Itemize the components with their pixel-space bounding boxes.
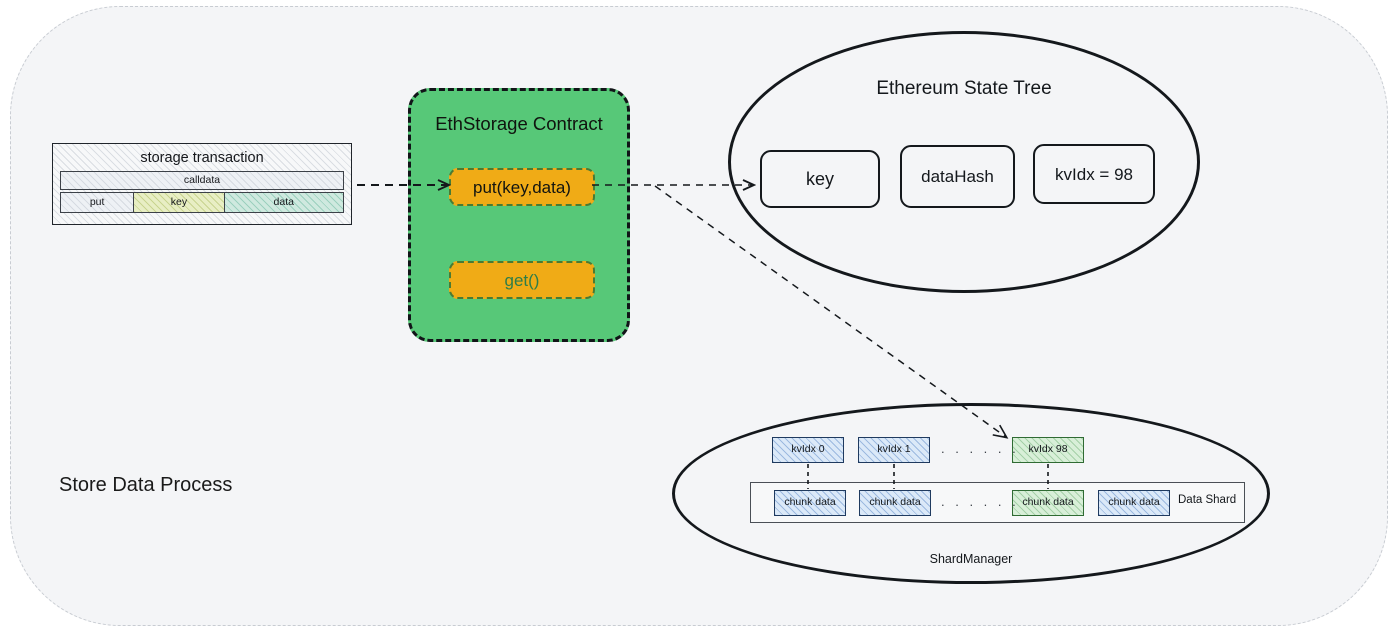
state-node-datahash: dataHash — [900, 145, 1015, 208]
method-put-button[interactable]: put(key,data) — [449, 168, 595, 206]
kvidx-ellipsis: . . . . . . — [941, 441, 1020, 456]
chunk-data-box-0: chunk data — [774, 490, 846, 516]
calldata-field-data: data — [224, 193, 343, 212]
calldata-fields-row: put key data — [60, 192, 344, 213]
calldata-field-key: key — [134, 193, 225, 212]
storage-transaction-box: storage transaction calldata put key dat… — [52, 143, 352, 225]
state-node-key: key — [760, 150, 880, 208]
calldata-field-put: put — [61, 193, 135, 212]
chunk-data-box-1: chunk data — [859, 490, 931, 516]
storage-transaction-title: storage transaction — [140, 150, 264, 166]
chunk-data-box-98: chunk data — [1012, 490, 1084, 516]
chunk-data-box-next: chunk data — [1098, 490, 1170, 516]
kvidx-box-98: kvIdx 98 — [1012, 437, 1084, 463]
kvidx-box-0: kvIdx 0 — [772, 437, 844, 463]
contract-title: EthStorage Contract — [435, 113, 603, 134]
state-node-kvidx: kvIdx = 98 — [1033, 144, 1155, 204]
data-shard-label: Data Shard — [1178, 494, 1237, 506]
chunk-data-ellipsis: . . . . . . — [941, 494, 1020, 509]
ethstorage-contract-box: EthStorage Contract put(key,data) get() — [408, 88, 630, 342]
method-get-button[interactable]: get() — [449, 261, 595, 299]
calldata-row: calldata — [60, 171, 344, 190]
section-label: Store Data Process — [59, 474, 233, 496]
shard-manager-title: ShardManager — [929, 552, 1013, 566]
state-tree-title: Ethereum State Tree — [876, 78, 1052, 99]
kvidx-box-1: kvIdx 1 — [858, 437, 930, 463]
